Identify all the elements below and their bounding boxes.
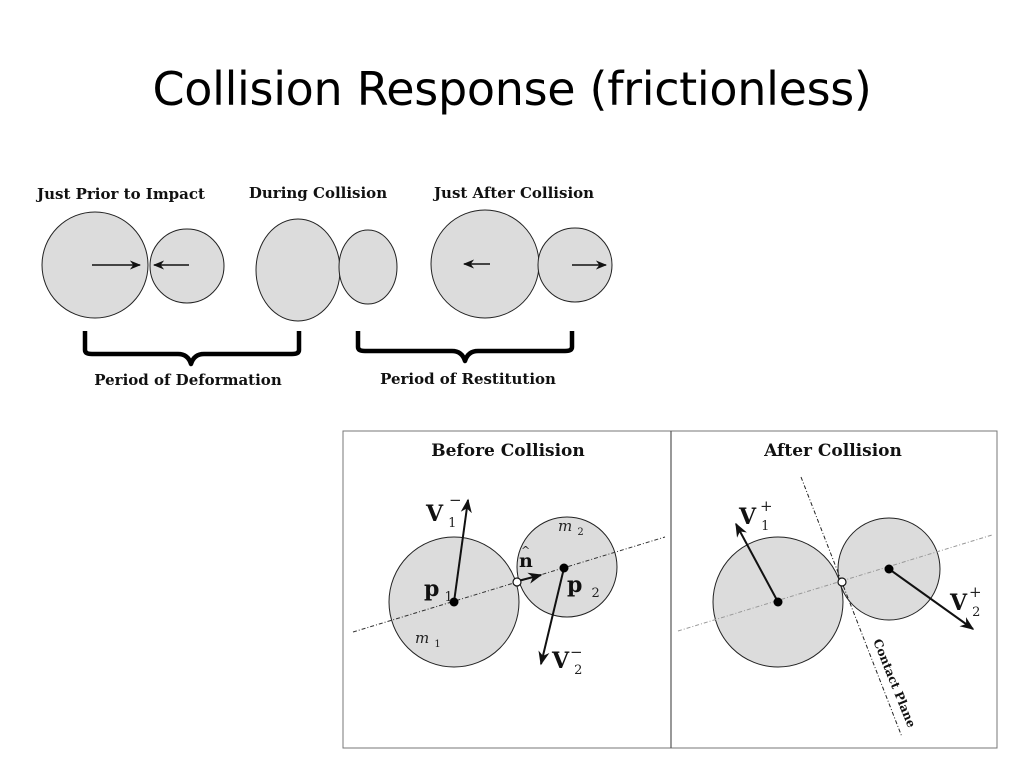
n-hat-label: n xyxy=(519,550,533,572)
p2-point xyxy=(559,563,569,573)
line-of-action xyxy=(677,534,993,632)
bottom-collision-diagram: Before Collision After Collision V 1 − p… xyxy=(342,430,998,749)
contact-point xyxy=(837,577,847,587)
before-collision-title: Before Collision xyxy=(431,441,585,461)
v2-plus-arrow-icon xyxy=(888,568,975,630)
before-panel: V 1 − p 1 m 1 n ^ m 2 p 2 V xyxy=(352,491,666,678)
brace-icon xyxy=(355,331,575,364)
n-hat-accent: ^ xyxy=(521,544,530,557)
ball-2-during xyxy=(338,229,398,305)
line-of-action xyxy=(352,536,666,633)
brace-icon xyxy=(82,331,302,367)
v1-minus-arrow-icon xyxy=(453,498,472,603)
p2-after-point xyxy=(884,564,894,574)
v2-minus-sup: − xyxy=(570,643,583,661)
after-collision-title: After Collision xyxy=(763,441,902,461)
v1-minus-label: V 1 xyxy=(425,501,456,531)
v1-plus-label: V 1 xyxy=(738,504,769,534)
v1-plus-arrow-icon xyxy=(735,522,779,603)
top-collision-diagram: Just Prior to Impact During Collision Ju… xyxy=(35,184,613,389)
ball-2-prior xyxy=(149,228,225,304)
p2-label: p 2 xyxy=(567,572,600,601)
contact-point xyxy=(512,577,522,587)
stage-label-during: During Collision xyxy=(249,184,387,202)
v2-minus-label: V 2 xyxy=(551,648,582,678)
p1-label: p 1 xyxy=(424,576,453,605)
v1-plus-sup: + xyxy=(760,497,773,515)
after-panel: V 1 + V 2 + Contact Plane xyxy=(677,476,993,738)
p1-after-point xyxy=(773,597,783,607)
contact-plane-line xyxy=(800,476,903,738)
period-label-deformation: Period of Deformation xyxy=(94,371,282,389)
slide-title: Collision Response (frictionless) xyxy=(152,62,872,116)
v2-plus-sup: + xyxy=(969,583,982,601)
normal-arrow-icon xyxy=(517,572,543,584)
ball-1-during xyxy=(255,218,341,322)
v1-minus-sup: − xyxy=(449,491,462,509)
p1-point xyxy=(449,597,459,607)
m1-label: m 1 xyxy=(415,628,441,650)
stage-label-after: Just After Collision xyxy=(432,184,594,202)
m2-label: m 2 xyxy=(558,516,584,538)
period-label-restitution: Period of Restitution xyxy=(380,370,556,388)
v2-minus-arrow-icon xyxy=(538,567,565,666)
v2-plus-label: V 2 xyxy=(949,590,980,620)
stage-label-prior: Just Prior to Impact xyxy=(35,185,205,203)
